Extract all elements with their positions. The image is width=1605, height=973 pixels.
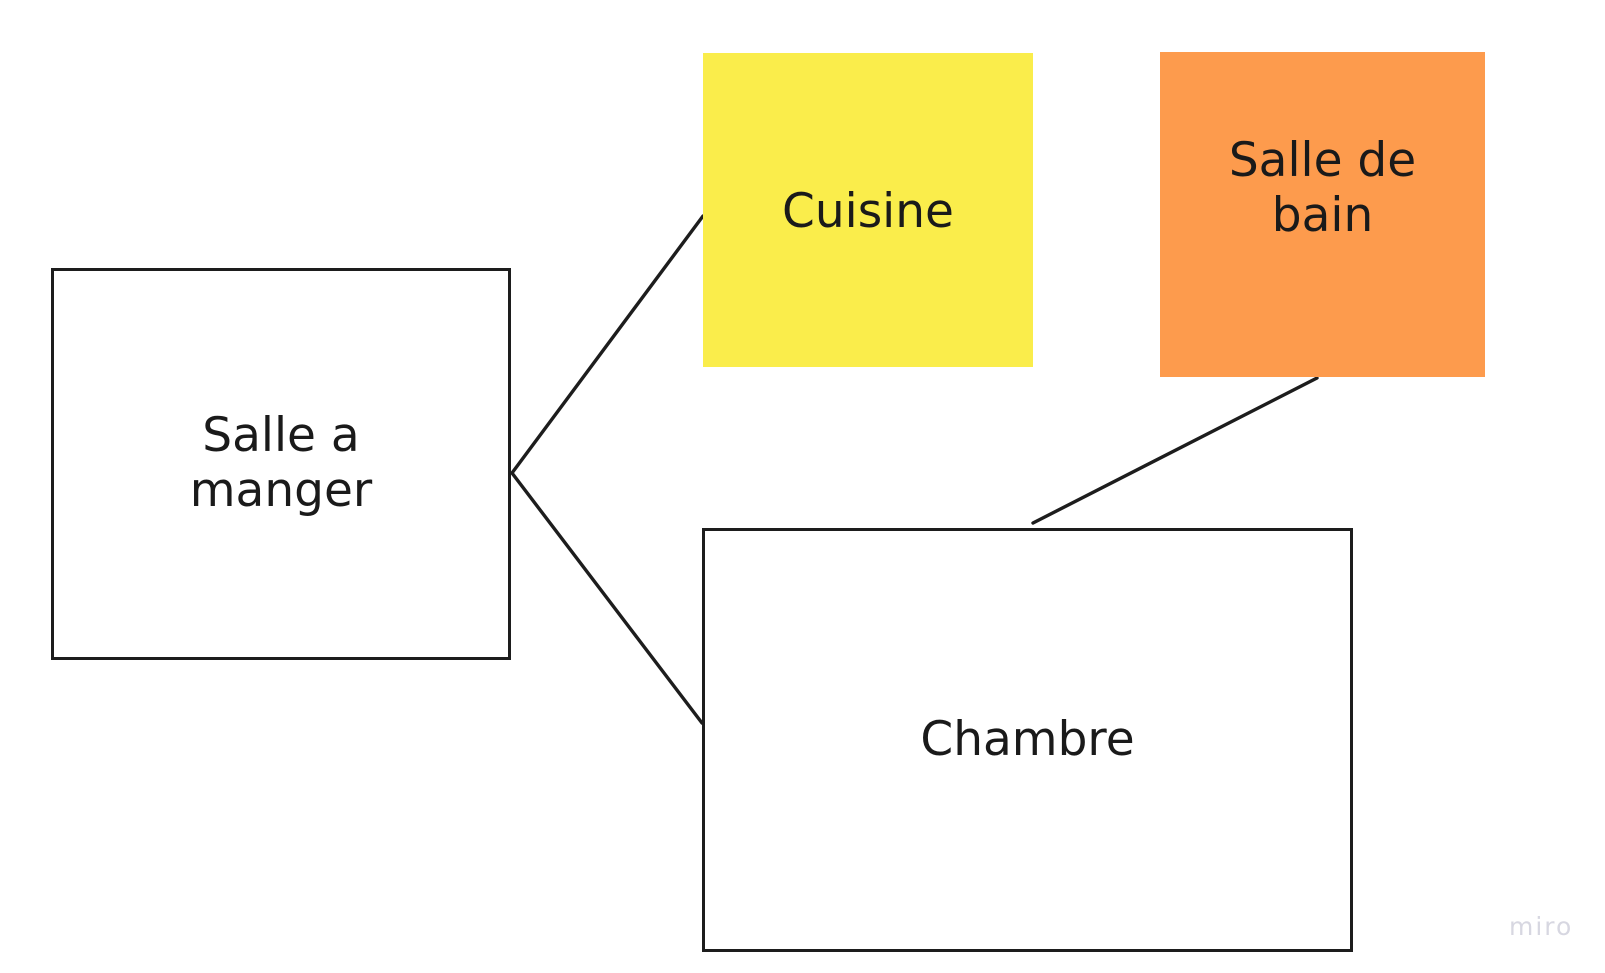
node-cuisine[interactable]: Cuisine bbox=[703, 53, 1033, 367]
edge-salle-a-manger-to-cuisine[interactable] bbox=[510, 214, 705, 475]
node-salle-de-bain[interactable]: Salle de bain bbox=[1160, 52, 1485, 377]
edge-salle-de-bain-to-chambre[interactable] bbox=[1031, 376, 1319, 525]
node-salle-de-bain-label: Salle de bain bbox=[1228, 133, 1417, 243]
node-salle-a-manger-label: Salle a manger bbox=[189, 408, 373, 518]
edge-salle-a-manger-to-chambre[interactable] bbox=[510, 471, 704, 725]
node-chambre[interactable]: Chambre bbox=[702, 528, 1353, 952]
node-chambre-label: Chambre bbox=[920, 711, 1135, 767]
node-cuisine-label: Cuisine bbox=[782, 184, 954, 239]
node-salle-a-manger[interactable]: Salle a manger bbox=[51, 268, 511, 660]
miro-watermark: miro bbox=[1509, 912, 1574, 941]
